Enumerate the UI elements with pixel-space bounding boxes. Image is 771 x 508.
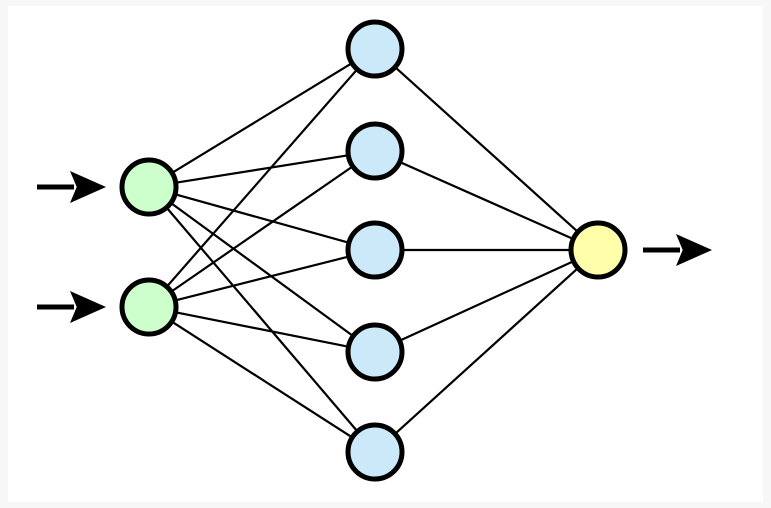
node-input-2[interactable] [119,277,179,337]
node-hidden-2[interactable] [345,121,405,181]
node-hidden-5[interactable] [345,422,405,482]
node-hidden-1[interactable] [345,19,405,79]
edges-group [163,60,582,441]
input-layer [119,157,179,337]
edge-input-2-to-hidden-4 [171,310,353,349]
node-hidden-3[interactable] [345,220,405,280]
edge-input-1-to-hidden-5 [163,204,361,435]
output-arrow [643,234,712,266]
node-hidden-4[interactable] [345,322,405,382]
edge-input-2-to-hidden-2 [167,163,357,295]
nodes-group [119,19,628,482]
edge-hidden-5-to-output-1 [391,265,582,437]
input-arrow-top-head [70,171,106,203]
edge-input-2-to-hidden-1 [163,65,361,291]
edge-input-1-to-hidden-2 [171,153,353,185]
edge-hidden-4-to-output-1 [395,258,578,344]
node-input-1[interactable] [119,157,179,217]
edge-input-2-to-hidden-5 [168,318,356,441]
hidden-layer [345,19,405,482]
edge-input-1-to-hidden-1 [168,60,356,176]
input-arrow-bottom-head [70,291,106,323]
io-arrows-group [37,171,712,323]
edge-input-1-to-hidden-3 [171,192,353,245]
input-arrow-bottom [37,291,106,323]
output-arrow-head [676,234,712,266]
output-layer [568,220,628,280]
input-arrow-top [37,171,106,203]
edge-hidden-2-to-output-1 [395,159,578,242]
node-output-1[interactable] [568,220,628,280]
edge-input-2-to-hidden-3 [171,254,353,303]
edge-input-1-to-hidden-4 [167,200,357,339]
edge-hidden-1-to-output-1 [391,63,582,236]
